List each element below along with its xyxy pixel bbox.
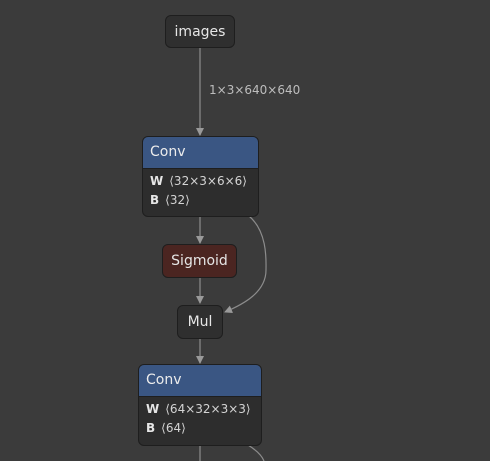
conv-node-2-weight-row: W ⟨64×32×3×3⟩ (146, 400, 261, 419)
input-node-images[interactable]: images (165, 15, 235, 48)
attr-value: ⟨32×3×6×6⟩ (169, 174, 247, 188)
mul-node[interactable]: Mul (177, 305, 223, 339)
attr-key: B (146, 421, 156, 435)
attr-key: B (150, 193, 160, 207)
input-node-label: images (174, 23, 226, 40)
conv-node-1[interactable]: Conv W ⟨32×3×6×6⟩ B ⟨32⟩ (142, 136, 259, 217)
sigmoid-node-label: Sigmoid (171, 253, 228, 269)
attr-value: ⟨32⟩ (165, 193, 190, 207)
attr-value: ⟨64×32×3×3⟩ (165, 402, 251, 416)
conv-node-2-bias-row: B ⟨64⟩ (146, 419, 261, 438)
conv-node-2-title: Conv (139, 365, 261, 397)
edge-shape-label: 1×3×640×640 (209, 83, 301, 97)
conv-node-2[interactable]: Conv W ⟨64×32×3×3⟩ B ⟨64⟩ (138, 364, 262, 446)
attr-value: ⟨64⟩ (161, 421, 186, 435)
conv-node-2-attributes: W ⟨64×32×3×3⟩ B ⟨64⟩ (139, 397, 261, 438)
conv-node-1-bias-row: B ⟨32⟩ (150, 191, 258, 210)
attr-key: W (150, 174, 164, 188)
sigmoid-node[interactable]: Sigmoid (162, 244, 237, 278)
edge-conv2-out-curved (247, 444, 265, 461)
attr-key: W (146, 402, 160, 416)
conv-node-1-title: Conv (143, 137, 258, 169)
edge-conv-to-mul (224, 215, 267, 313)
conv-node-1-weight-row: W ⟨32×3×6×6⟩ (150, 172, 258, 191)
mul-node-label: Mul (187, 314, 213, 330)
conv-node-1-attributes: W ⟨32×3×6×6⟩ B ⟨32⟩ (143, 169, 258, 210)
